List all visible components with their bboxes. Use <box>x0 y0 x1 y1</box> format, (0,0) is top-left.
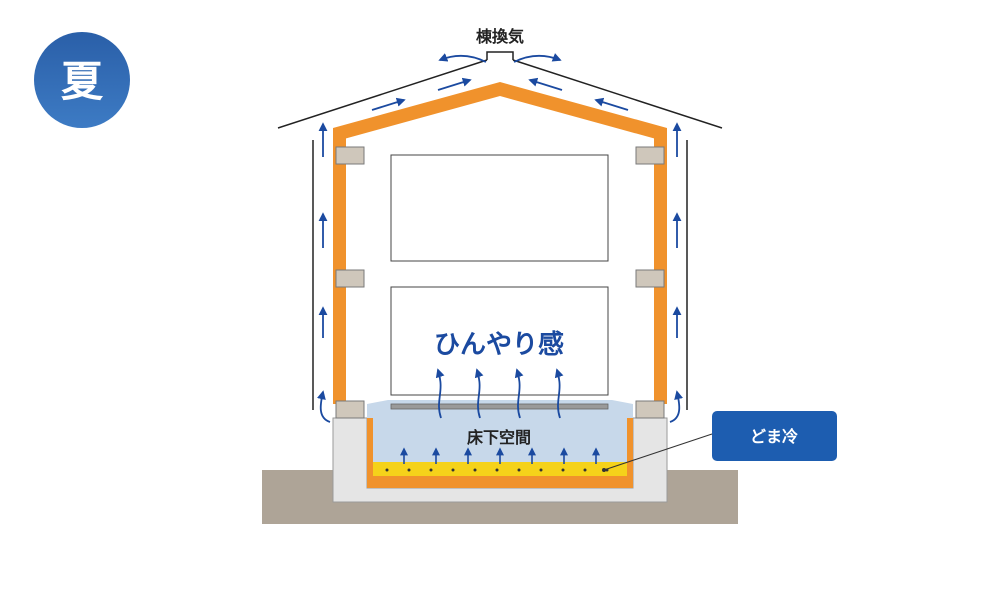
cooling-dot <box>451 468 455 472</box>
airflow-arrow-roof-right-1 <box>594 97 629 111</box>
product-tag: どま冷 <box>712 411 837 461</box>
roof-insulation <box>333 82 667 142</box>
cooling-dot <box>561 468 565 472</box>
cool-air-arrow-3 <box>514 368 524 419</box>
cool-air-arrow-4 <box>554 368 564 419</box>
upper-room <box>390 154 609 262</box>
lower-room <box>390 286 609 396</box>
beam-left-3 <box>335 400 365 419</box>
cooling-layer-dots <box>385 468 609 472</box>
ridge-vent-label: 棟換気 <box>476 27 524 46</box>
beam-right-1 <box>635 146 665 165</box>
cooling-dot <box>407 468 411 472</box>
airflow-arrows <box>316 53 684 423</box>
underfloor-air-space <box>367 400 633 478</box>
airflow-arrow-roof-left-2 <box>437 77 472 91</box>
roof-outline <box>277 59 723 129</box>
season-badge: 夏 <box>34 32 130 128</box>
cooling-dot <box>429 468 433 472</box>
product-tag-label: どま冷 <box>750 427 798 446</box>
product-tag-leader-dot <box>602 468 606 472</box>
airflow-arrow-right-bottom <box>669 390 684 423</box>
cooling-dot <box>539 468 543 472</box>
underfloor-space-label: 床下空間 <box>467 428 531 447</box>
beam-left-1 <box>335 146 365 165</box>
underfloor-insulation-slab <box>367 418 633 488</box>
underfloor-airflow-arrows <box>400 447 600 464</box>
product-tag-leader <box>603 433 713 471</box>
beam-right-3 <box>635 400 665 419</box>
beam-left-2 <box>335 269 365 288</box>
ridge-vent-cap <box>486 51 514 60</box>
airflow-arrow-left-bottom <box>316 390 331 423</box>
cooling-layer <box>373 462 627 476</box>
cooling-dot <box>517 468 521 472</box>
cool-air-arrow-2 <box>474 368 484 419</box>
airflow-arrow-roof-right-2 <box>528 77 563 91</box>
airflow-arrow-ridge-right <box>513 53 562 63</box>
floor-board <box>390 403 609 410</box>
cooling-dot <box>385 468 389 472</box>
airflow-arrow-roof-left-1 <box>371 97 406 111</box>
cool-feeling-label: ひんやり感 <box>434 330 564 360</box>
season-badge-label: 夏 <box>61 57 104 106</box>
cool-air-arrow-1 <box>435 368 445 419</box>
cooling-dot <box>495 468 499 472</box>
right-wall-insulation <box>654 128 667 404</box>
cooling-dot <box>473 468 477 472</box>
left-wall-insulation <box>333 128 346 404</box>
beam-right-2 <box>635 269 665 288</box>
cooling-dot <box>583 468 587 472</box>
airflow-arrow-ridge-left <box>438 53 487 63</box>
